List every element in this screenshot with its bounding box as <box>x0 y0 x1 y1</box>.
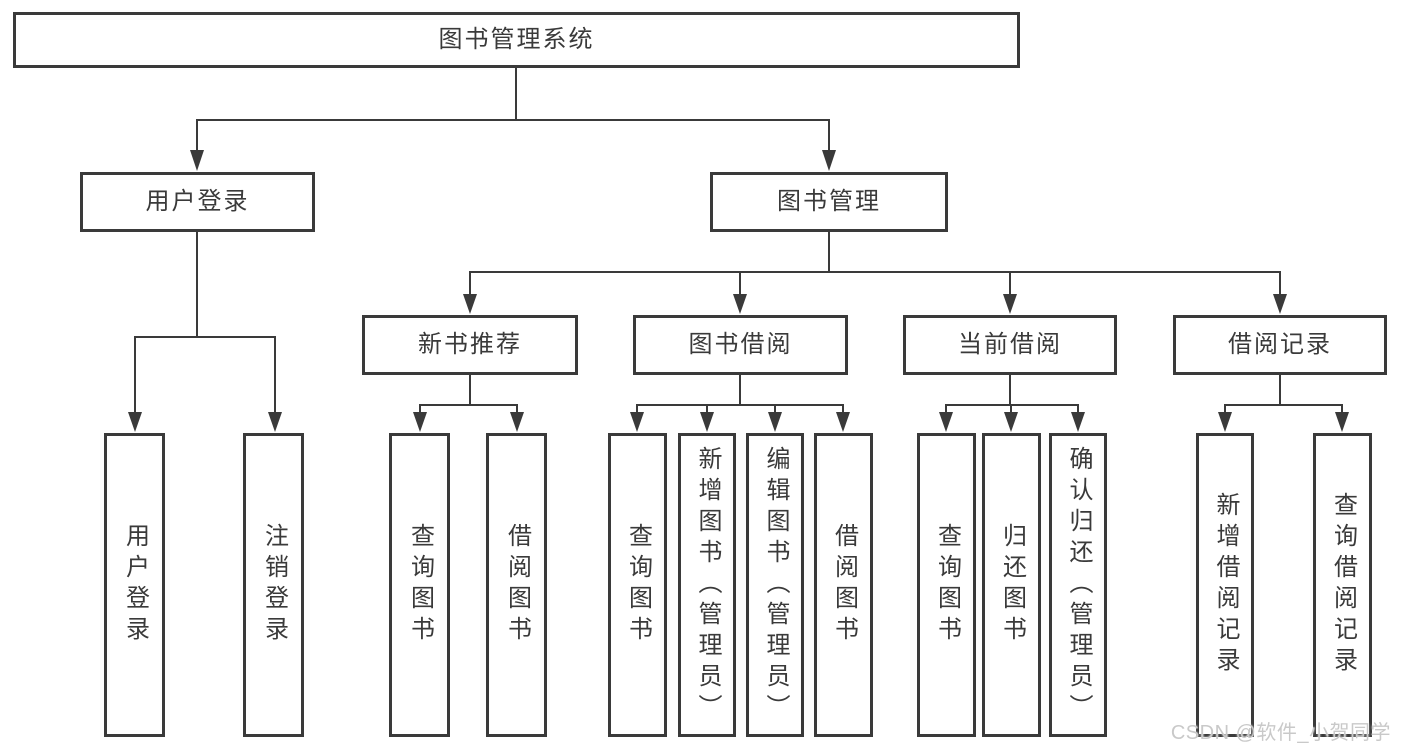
leaf-return-books: 归还图书 <box>982 433 1041 737</box>
node-user-login-label: 用户登录 <box>145 188 250 215</box>
node-root-label: 图书管理系统 <box>438 26 595 53</box>
arrow-down-icon <box>413 412 427 432</box>
leaf-query-borrow-record: 查询借阅记录 <box>1313 433 1372 737</box>
node-borrow-records: 借阅记录 <box>1173 315 1387 375</box>
arrow-down-icon <box>510 412 524 432</box>
arrow-down-icon <box>822 150 836 171</box>
leaf-query-books-borrow: 查询图书 <box>608 433 667 737</box>
leaf-query-books-current: 查询图书 <box>917 433 976 737</box>
leaf-label: 借阅图书 <box>503 523 531 647</box>
leaf-label: 确认归还（管理员） <box>1065 445 1092 725</box>
arrowheads <box>128 150 1349 432</box>
leaf-confirm-return-admin: 确认归还（管理员） <box>1049 433 1107 737</box>
leaf-label: 注销登录 <box>260 523 288 647</box>
leaf-label: 查询图书 <box>406 523 434 647</box>
arrow-down-icon <box>268 412 282 432</box>
leaf-label: 编辑图书（管理员） <box>762 445 789 725</box>
leaf-label: 新增借阅记录 <box>1212 492 1239 678</box>
connector-borrow-records <box>1224 375 1343 416</box>
arrow-down-icon <box>463 294 477 314</box>
node-user-login: 用户登录 <box>80 172 315 232</box>
arrow-down-icon <box>733 294 747 314</box>
connector-new-book-recommend <box>419 375 518 416</box>
csdn-watermark: CSDN @软件_小贺同学 <box>1170 722 1391 744</box>
node-book-borrow-label: 图书借阅 <box>688 331 793 358</box>
arrow-down-icon <box>630 412 644 432</box>
connector-book-borrow <box>636 375 844 416</box>
leaf-edit-books-admin: 编辑图书（管理员） <box>746 433 804 737</box>
node-root: 图书管理系统 <box>13 12 1020 68</box>
arrow-down-icon <box>939 412 953 432</box>
leaf-borrow-books-recommend: 借阅图书 <box>486 433 547 737</box>
leaf-user-login: 用户登录 <box>104 433 165 737</box>
connector-user-login <box>134 232 276 416</box>
node-current-borrow: 当前借阅 <box>903 315 1117 375</box>
arrow-down-icon <box>1071 412 1085 432</box>
leaf-label: 新增图书（管理员） <box>694 445 721 725</box>
node-new-book-recommend-label: 新书推荐 <box>418 331 522 358</box>
arrow-down-icon <box>700 412 714 432</box>
connector-root <box>196 68 830 154</box>
leaf-borrow-books: 借阅图书 <box>814 433 873 737</box>
leaf-label: 查询图书 <box>933 523 961 647</box>
node-book-borrow: 图书借阅 <box>633 315 848 375</box>
connector-book-management <box>469 232 1281 298</box>
node-book-management-label: 图书管理 <box>777 188 881 215</box>
connector-current-borrow <box>945 375 1079 416</box>
arrow-down-icon <box>1004 412 1018 432</box>
node-book-management: 图书管理 <box>710 172 948 232</box>
leaf-logout: 注销登录 <box>243 433 304 737</box>
arrow-down-icon <box>190 150 204 171</box>
leaf-add-books-admin: 新增图书（管理员） <box>678 433 736 737</box>
leaf-label: 归还图书 <box>998 523 1026 647</box>
arrow-down-icon <box>1003 294 1017 314</box>
node-borrow-records-label: 借阅记录 <box>1228 331 1332 358</box>
leaf-label: 查询借阅记录 <box>1329 492 1357 678</box>
arrow-down-icon <box>128 412 142 432</box>
arrow-down-icon <box>1273 294 1287 314</box>
leaf-query-books-recommend: 查询图书 <box>389 433 450 737</box>
arrow-down-icon <box>1218 412 1232 432</box>
node-current-borrow-label: 当前借阅 <box>958 331 1062 358</box>
arrow-down-icon <box>1335 412 1349 432</box>
leaf-add-borrow-record: 新增借阅记录 <box>1196 433 1254 737</box>
leaf-label: 借阅图书 <box>830 523 858 647</box>
arrow-down-icon <box>836 412 850 432</box>
node-new-book-recommend: 新书推荐 <box>362 315 578 375</box>
leaf-label: 查询图书 <box>624 523 652 647</box>
leaf-label: 用户登录 <box>121 523 149 647</box>
arrow-down-icon <box>768 412 782 432</box>
